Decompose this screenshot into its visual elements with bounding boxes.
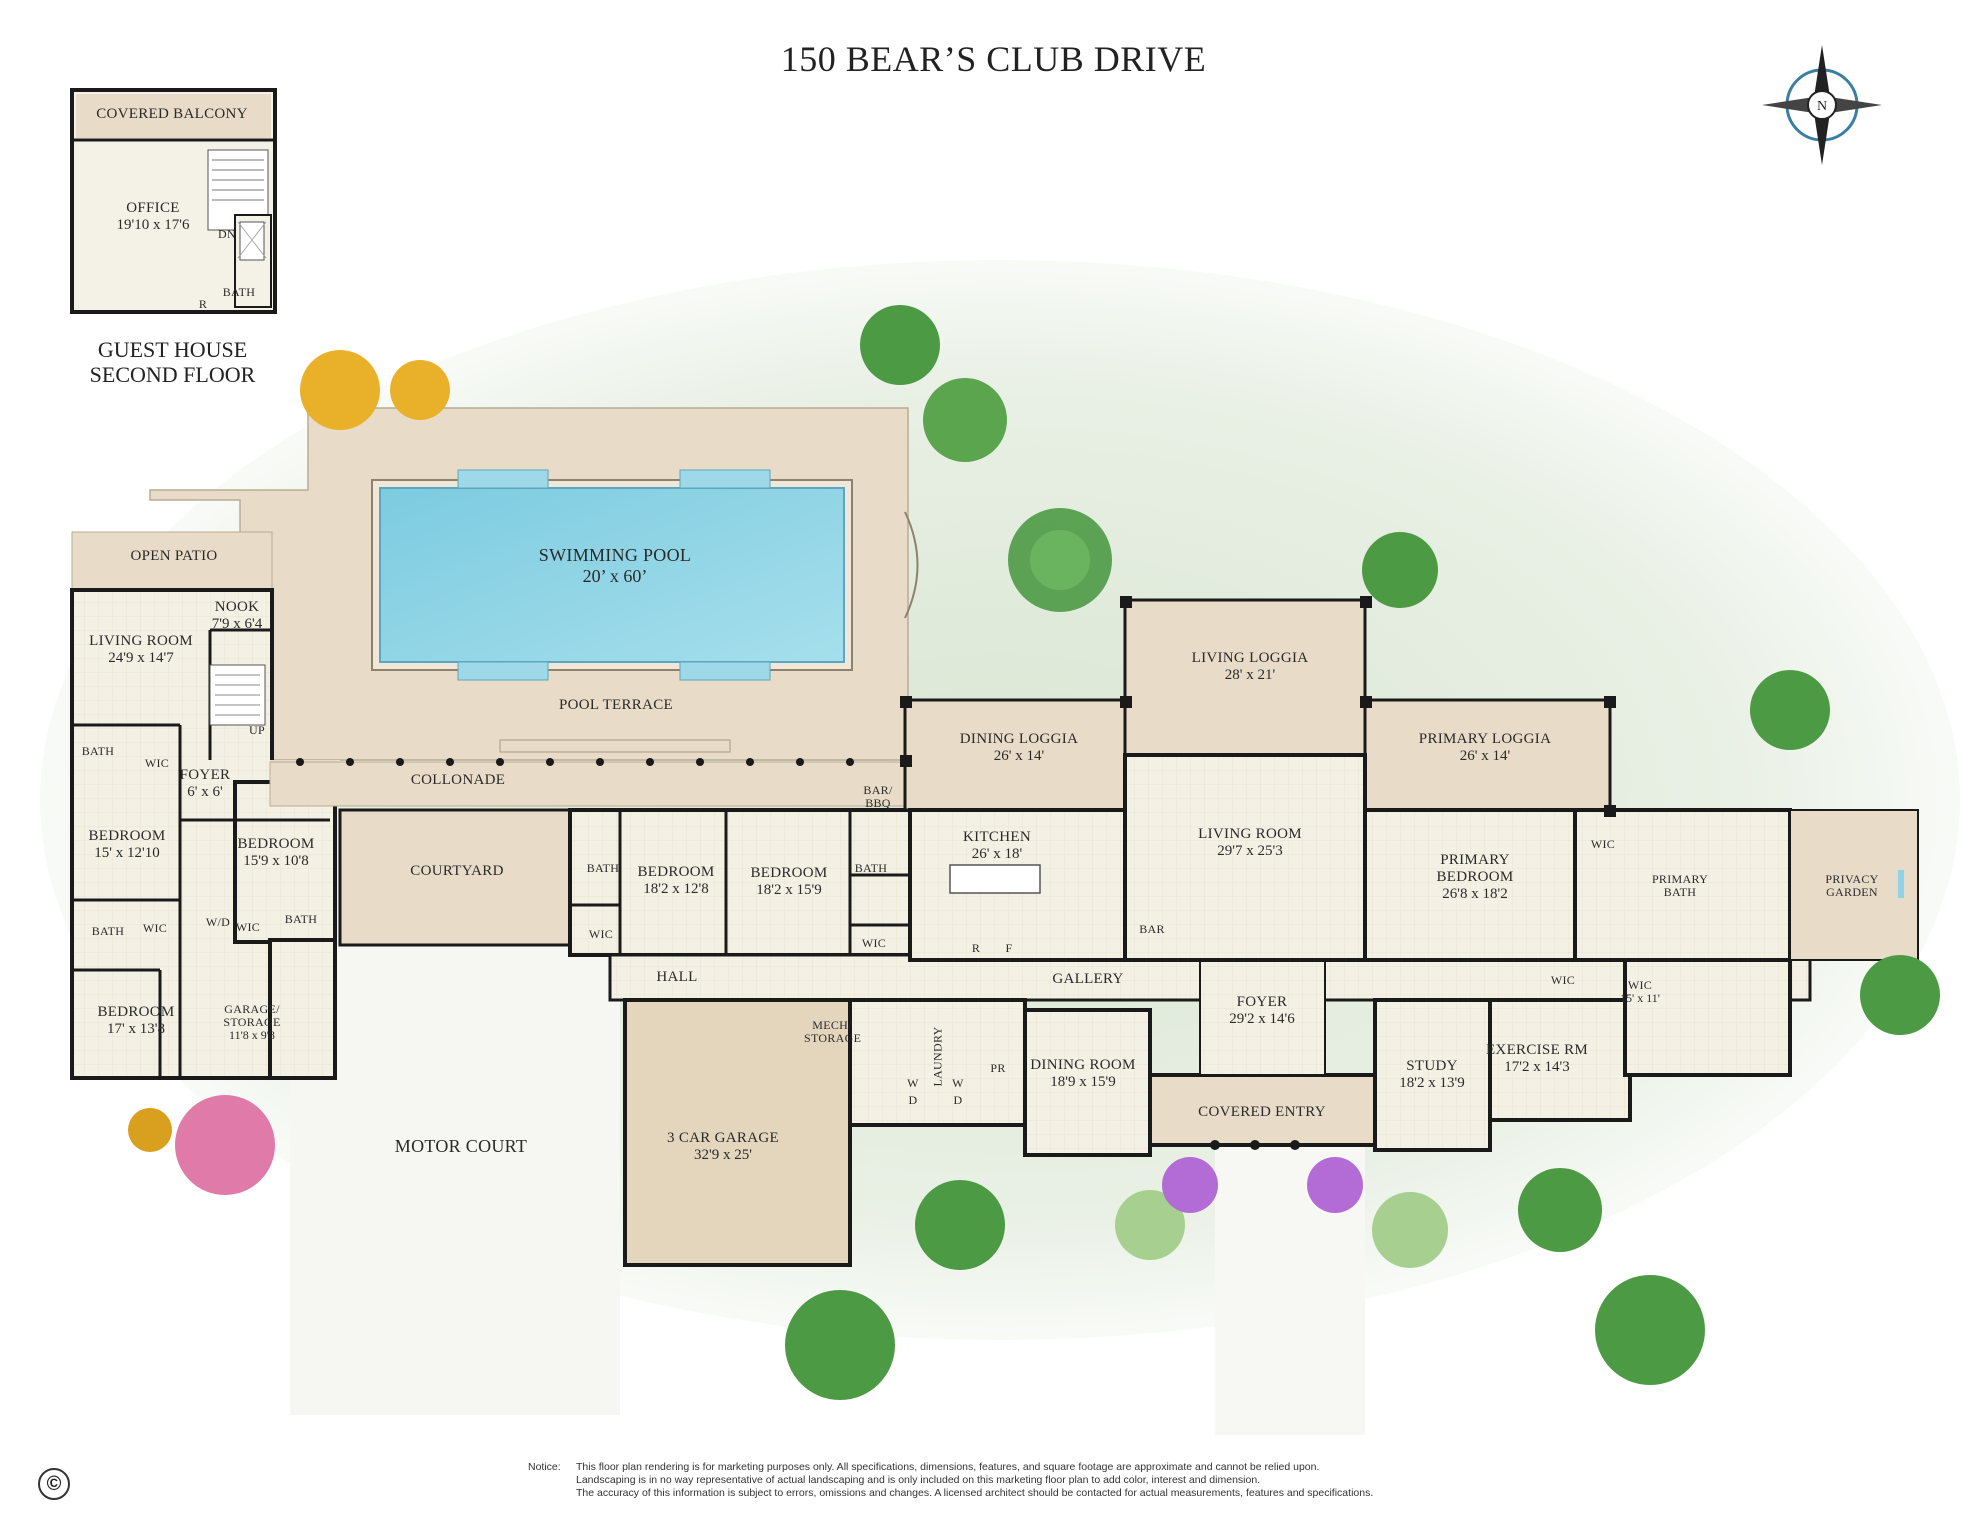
label-gh-r: R (198, 297, 208, 311)
label-wic-d: WIC (588, 927, 614, 941)
label-freezer: F (1005, 941, 1013, 955)
guest-house-caption: GUEST HOUSE SECOND FLOOR (89, 337, 256, 387)
label-collonade: COLLONADE (410, 772, 506, 788)
primary-bath-area (1573, 808, 1792, 962)
notice-line-2: Landscaping is in no way representative … (576, 1474, 1261, 1486)
guest-house-first-floor (70, 531, 340, 1080)
label-dn: DN (218, 227, 236, 241)
label-bath-c: BATH (91, 924, 125, 938)
label-wic-c: WIC (142, 921, 168, 935)
label-up: UP (249, 723, 265, 737)
label-refrigerator: R (971, 941, 981, 955)
label-bath-e: BATH (854, 861, 888, 875)
label-washer-2: W (952, 1076, 964, 1090)
dining-loggia-area (903, 698, 1127, 812)
label-bath-b: BATH (284, 912, 318, 926)
label-pool-terrace: POOL TERRACE (558, 697, 674, 713)
compass-letter: N (1817, 99, 1827, 114)
guest-house-second-floor-plan (70, 88, 277, 314)
label-open-patio: OPEN PATIO (130, 548, 218, 564)
wic-area (1623, 958, 1792, 1077)
pool-terrace-area (149, 407, 919, 761)
privacy-garden-area (1789, 809, 1919, 961)
collonade-area (269, 761, 921, 807)
label-mech-storage: MECH/ STORAGE (804, 1018, 862, 1045)
label-pr: PR (990, 1061, 1006, 1075)
copyright-icon: © (38, 1468, 70, 1500)
foyer-area (1199, 959, 1326, 1076)
page-title: 150 BEAR’S CLUB DRIVE (780, 39, 1207, 79)
columns (296, 596, 1616, 1150)
notice-label: Notice: (528, 1461, 561, 1473)
label-wic-e: WIC (861, 936, 887, 950)
label-bath-d: BATH (586, 861, 620, 875)
label-wd: W/D (205, 915, 231, 929)
landscaping (128, 305, 1940, 1400)
primary-bedroom-area (1363, 808, 1577, 962)
covered-entry-area (1148, 1073, 1377, 1147)
label-dryer-2: D (953, 1093, 963, 1107)
bedroom-wing (568, 808, 912, 957)
label-motor-court: MOTOR COURT (394, 1136, 528, 1156)
label-hall: HALL (656, 969, 698, 985)
swimming-pool-water (379, 487, 845, 663)
label-bar: BAR (1139, 922, 1165, 936)
label-wic-a: WIC (144, 756, 170, 770)
label-dryer-1: D (908, 1093, 918, 1107)
label-washer-1: W (907, 1076, 919, 1090)
label-bath-a: BATH (81, 744, 115, 758)
label-wic-g: WIC (1550, 973, 1576, 987)
label-privacy-garden: PRIVACY GARDEN (1825, 872, 1879, 899)
compass-rose (1762, 45, 1882, 165)
service-area (848, 998, 1027, 1127)
label-courtyard: COURTYARD (410, 863, 504, 879)
label-bar-bbq: BAR/ BBQ (863, 783, 893, 810)
notice-line-1: This floor plan rendering is for marketi… (576, 1461, 1320, 1473)
label-wic-f: WIC (1590, 837, 1616, 851)
living-loggia-area (1123, 598, 1367, 757)
notice-line-3: The accuracy of this information is subj… (576, 1487, 1374, 1499)
label-laundry: LAUNDRY (930, 1026, 945, 1087)
label-gallery: GALLERY (1052, 971, 1124, 987)
motor-court-paving (290, 945, 620, 1415)
label-covered-entry: COVERED ENTRY (1198, 1104, 1326, 1120)
label-wic-b: WIC (235, 920, 261, 934)
label-gh-bath: BATH (222, 285, 256, 299)
label-covered-balcony: COVERED BALCONY (96, 106, 248, 122)
label-primary-bath: PRIMARY BATH (1651, 872, 1709, 899)
garage-floor (623, 998, 852, 1267)
courtyard-area (338, 808, 572, 947)
